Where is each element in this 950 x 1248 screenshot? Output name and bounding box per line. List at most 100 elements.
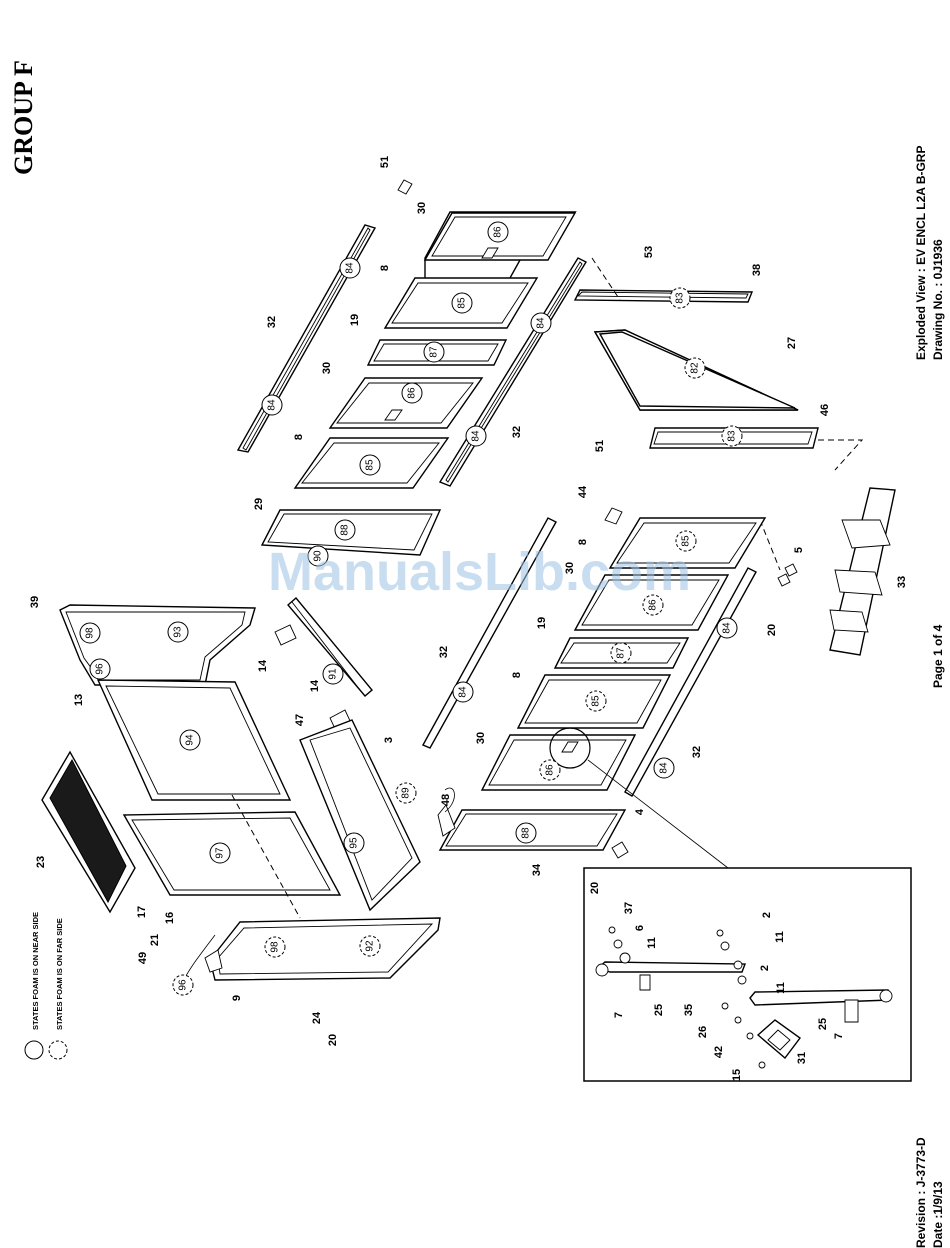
callout-19-19: 19: [536, 617, 548, 629]
callout-17-36: 17: [136, 906, 148, 918]
reference-circle-82: [684, 357, 706, 379]
reference-number-85: 85: [457, 297, 468, 309]
callout-4-32: 4: [634, 808, 646, 815]
reference-circle-86: [539, 759, 561, 781]
date-label: Date :1/9/13: [931, 1181, 945, 1248]
callout-7-58: 7: [833, 1033, 845, 1039]
reference-circle-89: [395, 782, 417, 804]
reference-number-84: 84: [659, 762, 670, 774]
callout-51-8: 51: [594, 440, 606, 452]
callout-46-12: 46: [819, 404, 831, 416]
reference-circle-91: [322, 663, 344, 685]
callout-25-51: 25: [653, 1004, 665, 1016]
reference-circle-94: [179, 729, 201, 751]
callout-6-44: 6: [634, 925, 646, 931]
revision-label: Revision : J-3773-D: [914, 1137, 928, 1248]
reference-number-97: 97: [215, 847, 226, 859]
legend-near-side: STATES FOAM IS ON NEAR SIDE: [31, 912, 40, 1030]
reference-number-84: 84: [458, 686, 469, 698]
reference-number-84: 84: [345, 262, 356, 274]
reference-circle-84: [465, 425, 487, 447]
callout-8-17: 8: [577, 539, 589, 545]
reference-number-93: 93: [173, 626, 184, 638]
reference-circle-84: [653, 757, 675, 779]
callout-53-9: 53: [643, 246, 655, 258]
callout-30-21: 30: [475, 732, 487, 744]
reference-number-94: 94: [185, 734, 196, 746]
callout-51-0: 51: [379, 156, 391, 168]
reference-number-92: 92: [365, 940, 376, 952]
reference-number-85: 85: [591, 695, 602, 707]
reference-number-84: 84: [471, 430, 482, 442]
callout-9-40: 9: [231, 995, 243, 1001]
drawing-number-label: Drawing No. : 0J1936: [931, 239, 945, 360]
callout-44-13: 44: [577, 485, 589, 498]
reference-circle-86: [401, 382, 423, 404]
reference-circle-85: [675, 530, 697, 552]
reference-circle-92: [359, 935, 381, 957]
callout-11-47: 11: [774, 931, 786, 943]
callout-19-3: 19: [349, 314, 361, 326]
callout-31-56: 31: [796, 1052, 808, 1064]
reference-circle-84: [261, 394, 283, 416]
reference-number-90: 90: [313, 550, 324, 562]
legend-far-side: STATES FOAM IS ON FAR SIDE: [55, 918, 64, 1030]
reference-circle-86: [487, 221, 509, 243]
reference-number-82: 82: [690, 362, 701, 374]
reference-number-98: 98: [85, 627, 96, 639]
page-number-label: Page 1 of 4: [931, 624, 945, 688]
callout-11-49: 11: [775, 982, 787, 994]
reference-number-86: 86: [545, 764, 556, 776]
reference-markers: 8486858786848484858382838890858687858684…: [79, 221, 743, 996]
callout-25-57: 25: [817, 1018, 829, 1030]
reference-circle-93: [167, 621, 189, 643]
reference-circle-84: [452, 681, 474, 703]
reference-number-84: 84: [722, 622, 733, 634]
watermark: ManualsLib.com: [268, 542, 691, 602]
callout-7-50: 7: [613, 1012, 625, 1018]
reference-circle-88: [334, 519, 356, 541]
callout-33-15: 33: [896, 576, 908, 588]
callout-29-24: 29: [253, 498, 265, 510]
reference-number-98: 98: [270, 941, 281, 953]
callout-32-22: 32: [438, 646, 450, 658]
reference-circle-98: [79, 622, 101, 644]
reference-circle-86: [642, 594, 664, 616]
callout-15-55: 15: [731, 1069, 743, 1081]
reference-circle-96: [172, 974, 194, 996]
callout-5-14: 5: [793, 547, 805, 553]
callout-16-37: 16: [164, 912, 176, 924]
reference-circle-84: [339, 257, 361, 279]
reference-circle-87: [610, 642, 632, 664]
callout-32-23: 32: [691, 746, 703, 758]
callout-2-48: 2: [759, 965, 771, 971]
reference-circle-97: [209, 842, 231, 864]
reference-number-96: 96: [95, 663, 106, 675]
reference-circle-87: [423, 341, 445, 363]
callout-49-39: 49: [137, 952, 149, 964]
callout-32-5: 32: [266, 316, 278, 328]
reference-number-87: 87: [429, 346, 440, 358]
reference-number-84: 84: [536, 317, 547, 329]
reference-number-91: 91: [328, 668, 339, 680]
reference-circle-85: [359, 454, 381, 476]
reference-number-86: 86: [493, 226, 504, 238]
reference-number-89: 89: [401, 787, 412, 799]
callout-30-1: 30: [416, 202, 428, 214]
reference-number-88: 88: [521, 827, 532, 839]
callout-2-46: 2: [761, 912, 773, 918]
callout-32-7: 32: [511, 426, 523, 438]
callout-23-35: 23: [35, 856, 47, 868]
callout-14-27: 14: [309, 679, 321, 692]
callout-13-29: 13: [73, 694, 85, 706]
callout-8-20: 8: [511, 672, 523, 678]
reference-circle-84: [530, 312, 552, 334]
callout-35-52: 35: [683, 1004, 695, 1016]
reference-circle-95: [343, 832, 365, 854]
reference-circle-90: [307, 545, 329, 567]
callout-21-38: 21: [149, 934, 161, 946]
reference-number-85: 85: [365, 459, 376, 471]
reference-number-84: 84: [267, 399, 278, 411]
